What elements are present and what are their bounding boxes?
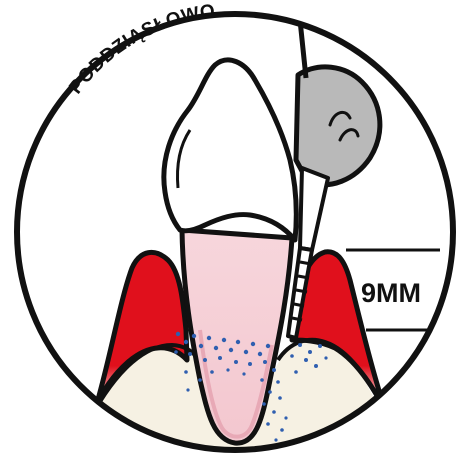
measurement-label: 9MM — [361, 278, 421, 308]
